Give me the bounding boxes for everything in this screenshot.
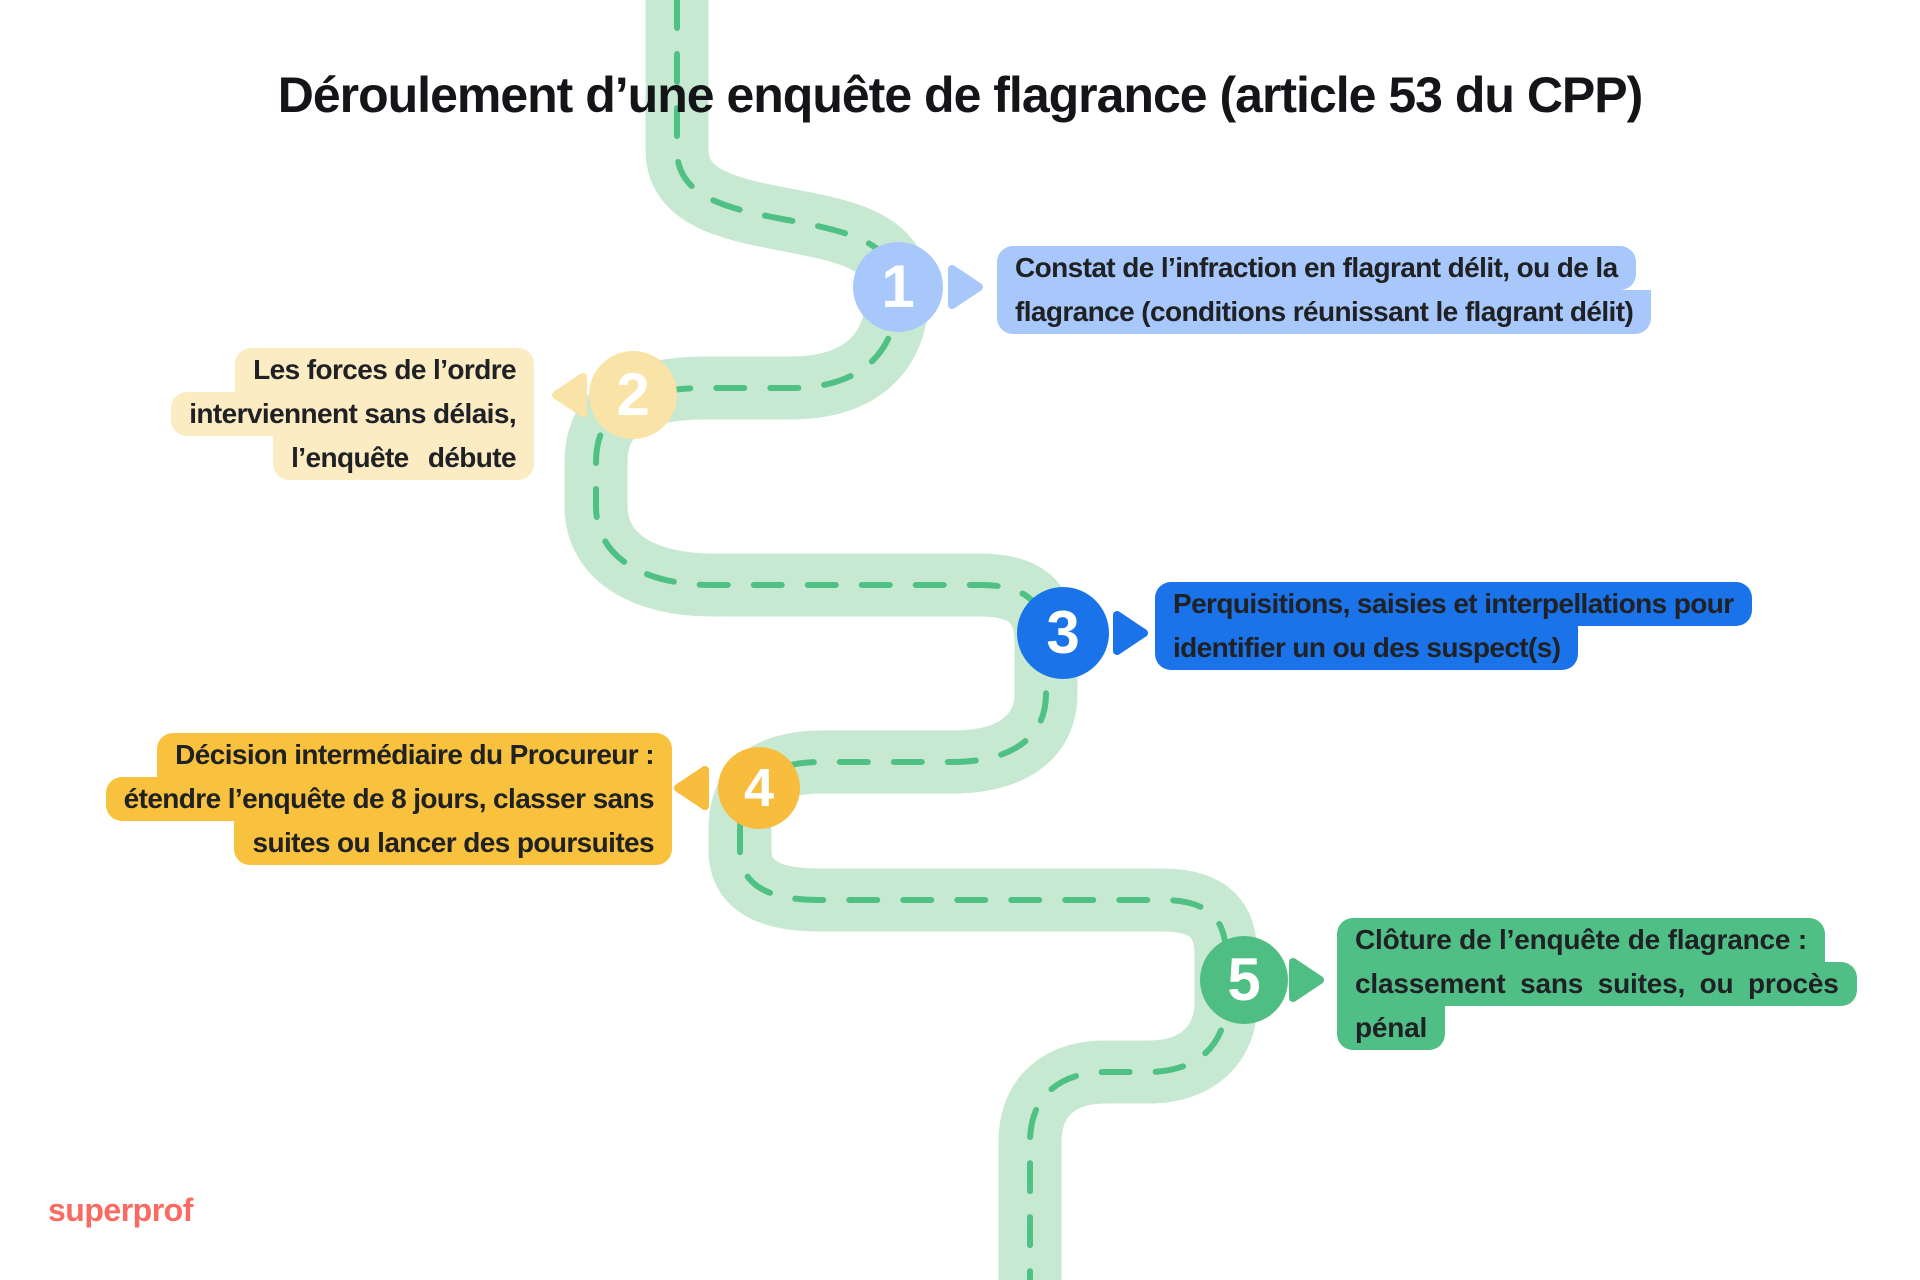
step-5-arrow-icon <box>1288 956 1326 1009</box>
step-3-circle: 3 <box>1017 587 1109 679</box>
step-5-text-box: Clôture de l’enquête de flagrance : clas… <box>1337 918 1857 1050</box>
step-3-line: identifier un ou des suspect(s) <box>1155 626 1579 670</box>
step-5-line: pénal <box>1337 1006 1446 1050</box>
step-4-line: étendre l’enquête de 8 jours, classer sa… <box>105 777 672 821</box>
step-2-line: Les forces de l’ordre <box>235 348 534 392</box>
step-5-circle: 5 <box>1200 936 1288 1024</box>
step-5-line: classement sans suites, ou procès <box>1337 962 1857 1006</box>
step-1-line: Constat de l’infraction en flagrant déli… <box>997 246 1636 290</box>
step-1-line: flagrance (conditions réunissant le flag… <box>997 290 1652 334</box>
step-5-line: Clôture de l’enquête de flagrance : <box>1337 918 1825 962</box>
step-3-line: Perquisitions, saisies et interpellation… <box>1155 582 1752 626</box>
page-title: Déroulement d’une enquête de flagrance (… <box>277 67 1644 123</box>
step-2-circle: 2 <box>589 351 677 439</box>
step-2-text-box: Les forces de l’ordre interviennent sans… <box>171 348 534 480</box>
superprof-logo: superprof <box>48 1192 193 1228</box>
step-4-number: 4 <box>743 758 775 818</box>
step-4-line: Décision intermédiaire du Procureur : <box>157 733 672 777</box>
step-4-text-box: Décision intermédiaire du Procureur : ét… <box>105 733 672 865</box>
step-2-line: l’enquête débute <box>273 436 534 480</box>
step-2-number: 2 <box>616 361 650 428</box>
step-4-line: suites ou lancer des poursuites <box>234 821 672 865</box>
step-1-text-box: Constat de l’infraction en flagrant déli… <box>997 246 1652 334</box>
step-3-number: 3 <box>1046 599 1080 666</box>
step-5-number: 5 <box>1227 946 1261 1013</box>
step-2-arrow-icon <box>550 371 588 424</box>
step-3-text-box: Perquisitions, saisies et interpellation… <box>1155 582 1752 670</box>
step-3-arrow-icon <box>1112 609 1150 662</box>
step-4-circle: 4 <box>718 747 800 829</box>
step-4-arrow-icon <box>672 764 710 817</box>
step-1-number: 1 <box>881 253 915 320</box>
step-1-arrow-icon <box>947 263 985 316</box>
step-2-line: interviennent sans délais, <box>171 392 534 436</box>
step-1-circle: 1 <box>853 242 943 332</box>
